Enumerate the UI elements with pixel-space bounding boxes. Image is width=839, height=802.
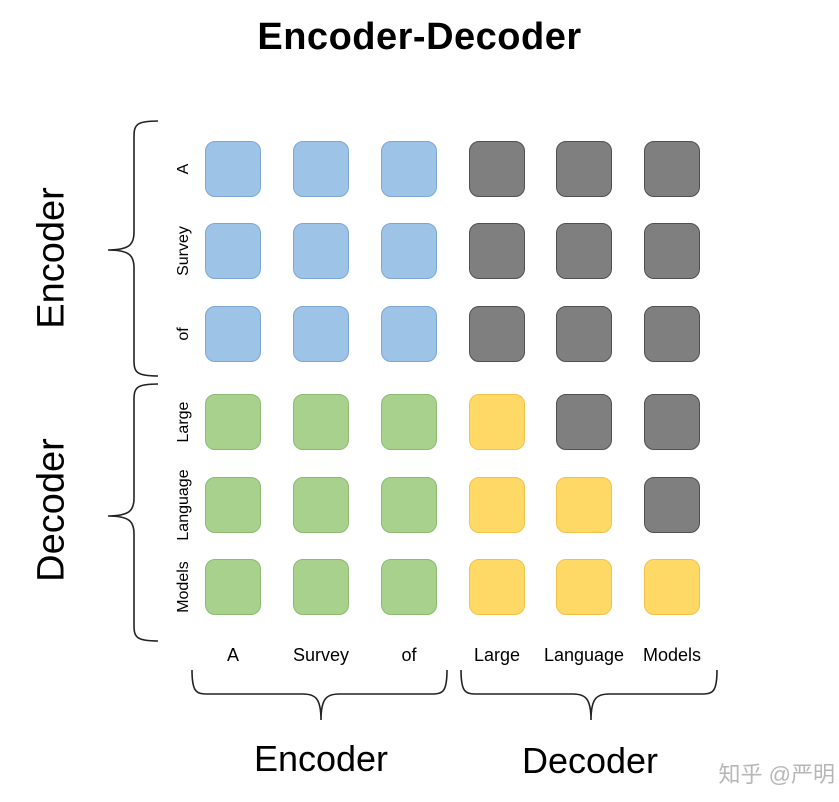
bottom-brace-decoder — [460, 669, 718, 721]
row-label-4: Large — [175, 401, 192, 443]
cell-r5-c2 — [293, 477, 349, 533]
cell-r4-c2 — [293, 394, 349, 450]
cell-r5-c1 — [205, 477, 261, 533]
cell-r1-c1 — [205, 141, 261, 197]
column-label-6: Models — [642, 645, 702, 665]
cell-r2-c5 — [556, 223, 612, 279]
row-label-2: Survey — [175, 226, 192, 276]
cell-r6-c3 — [381, 559, 437, 615]
cell-r1-c4 — [469, 141, 525, 197]
cell-r3-c5 — [556, 306, 612, 362]
bottom-label-decoder: Decoder — [521, 740, 659, 781]
left-brace-decoder — [107, 383, 159, 642]
diagram-title: Encoder-Decoder — [257, 16, 582, 58]
row-label-5: Language — [175, 469, 192, 541]
cell-r3-c1 — [205, 306, 261, 362]
cell-r2-c1 — [205, 223, 261, 279]
column-label-4: Large — [473, 645, 521, 665]
cell-r3-c3 — [381, 306, 437, 362]
column-label-3: of — [401, 645, 417, 665]
cell-r2-c6 — [644, 223, 700, 279]
cell-r4-c6 — [644, 394, 700, 450]
cell-r6-c5 — [556, 559, 612, 615]
row-label-3: of — [175, 327, 192, 341]
bottom-label-encoder: Encoder — [253, 738, 389, 779]
cell-r6-c4 — [469, 559, 525, 615]
cell-r1-c6 — [644, 141, 700, 197]
cell-r1-c2 — [293, 141, 349, 197]
cell-r3-c4 — [469, 306, 525, 362]
cell-r6-c2 — [293, 559, 349, 615]
row-label-6: Models — [175, 561, 192, 613]
cell-r1-c3 — [381, 141, 437, 197]
column-label-1: A — [226, 645, 240, 665]
row-label-1: A — [175, 163, 192, 175]
cell-r3-c2 — [293, 306, 349, 362]
watermark: 知乎 @严明 — [718, 762, 835, 787]
cell-r3-c6 — [644, 306, 700, 362]
cell-r5-c6 — [644, 477, 700, 533]
cell-r2-c4 — [469, 223, 525, 279]
column-label-2: Survey — [292, 645, 350, 665]
cell-r4-c5 — [556, 394, 612, 450]
cell-r6-c6 — [644, 559, 700, 615]
cell-r4-c1 — [205, 394, 261, 450]
cell-r4-c4 — [469, 394, 525, 450]
left-brace-encoder — [107, 120, 159, 377]
bottom-brace-encoder — [191, 669, 448, 721]
cell-r4-c3 — [381, 394, 437, 450]
cell-r2-c2 — [293, 223, 349, 279]
cell-r5-c4 — [469, 477, 525, 533]
cell-r6-c1 — [205, 559, 261, 615]
cell-r5-c3 — [381, 477, 437, 533]
cell-r2-c3 — [381, 223, 437, 279]
cell-r1-c5 — [556, 141, 612, 197]
cell-r5-c5 — [556, 477, 612, 533]
column-label-5: Language — [543, 645, 625, 665]
